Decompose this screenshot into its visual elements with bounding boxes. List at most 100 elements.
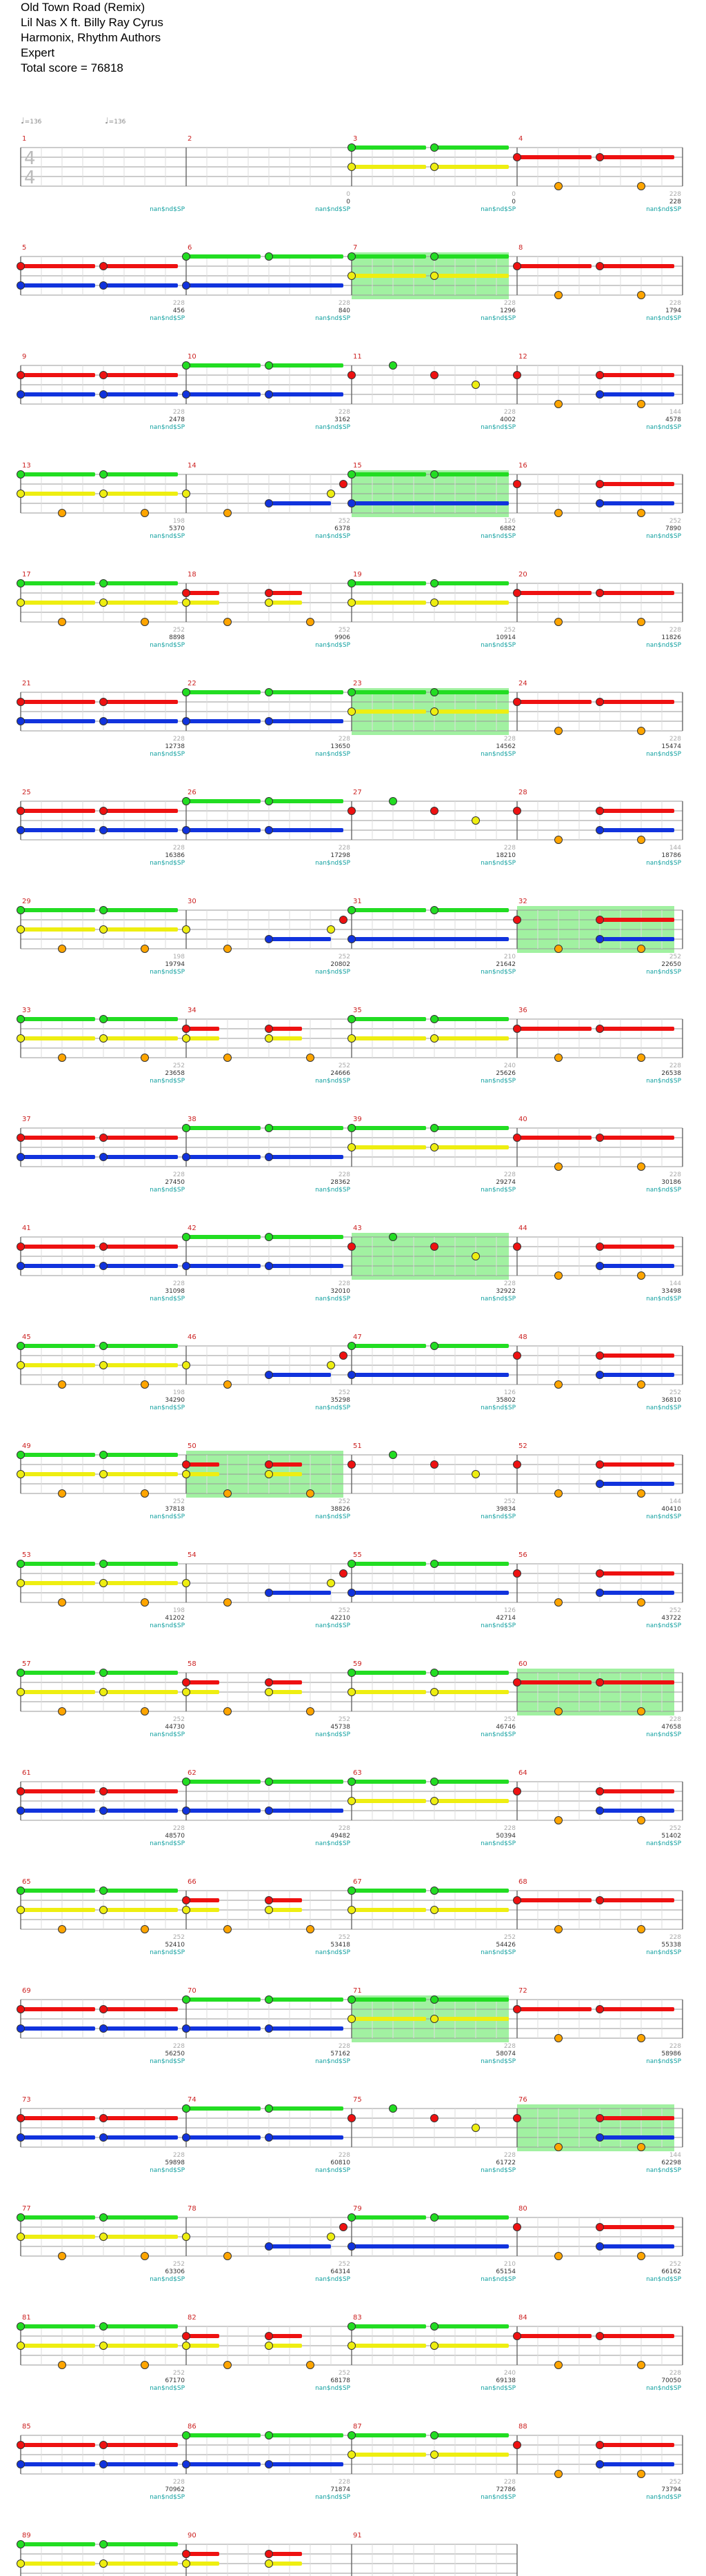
yellow-sustain bbox=[269, 2344, 302, 2348]
green-sustain bbox=[352, 1017, 426, 1021]
green-note bbox=[265, 1233, 273, 1241]
blue-note bbox=[265, 826, 273, 834]
measure-number: 44 bbox=[518, 1225, 527, 1232]
green-note bbox=[99, 470, 108, 479]
measure-score: 12738 bbox=[165, 743, 185, 750]
red-note bbox=[513, 153, 521, 161]
blue-sustain bbox=[269, 2135, 343, 2140]
green-note bbox=[430, 252, 438, 261]
yellow-note bbox=[17, 1688, 25, 1696]
green-sustain bbox=[21, 581, 95, 585]
yellow-note bbox=[182, 925, 190, 934]
blue-sustain bbox=[21, 392, 95, 396]
green-note bbox=[389, 1451, 397, 1459]
yellow-sustain bbox=[434, 1908, 509, 1912]
measure-number: 6 bbox=[188, 244, 192, 252]
yellow-sustain bbox=[352, 1908, 426, 1912]
measure-score: 36810 bbox=[661, 1397, 681, 1404]
orange-note bbox=[554, 1489, 563, 1498]
orange-note bbox=[637, 2252, 645, 2260]
measure-number: 22 bbox=[188, 680, 196, 687]
orange-note bbox=[141, 945, 149, 953]
green-note bbox=[182, 688, 190, 696]
green-sustain bbox=[434, 1344, 509, 1348]
path-label: nan$nd$SP bbox=[150, 1187, 185, 1194]
green-sustain bbox=[21, 2324, 95, 2328]
red-note bbox=[596, 2223, 604, 2231]
blue-sustain bbox=[103, 1155, 178, 1159]
measure-score: 59898 bbox=[165, 2160, 185, 2166]
blue-note bbox=[99, 1262, 108, 1270]
measure-number: 79 bbox=[353, 2205, 362, 2213]
red-sustain bbox=[600, 1680, 674, 1684]
green-note bbox=[347, 1124, 356, 1132]
red-note bbox=[182, 2332, 190, 2340]
red-note bbox=[596, 1025, 604, 1033]
blue-note bbox=[17, 2460, 25, 2468]
yellow-note bbox=[347, 163, 356, 171]
red-sustain bbox=[103, 2007, 178, 2011]
blue-sustain bbox=[269, 1591, 331, 1595]
red-note bbox=[265, 1460, 273, 1469]
yellow-note bbox=[265, 1906, 273, 1914]
red-note bbox=[513, 698, 521, 706]
measure-note-count: 252 bbox=[339, 1389, 350, 1396]
green-note bbox=[430, 1342, 438, 1350]
quarter-note-icon: ♩ bbox=[105, 116, 109, 125]
measure-note-count: 252 bbox=[173, 1716, 185, 1723]
measure-number: 90 bbox=[188, 2532, 196, 2539]
yellow-note bbox=[430, 2451, 438, 2459]
blue-note bbox=[265, 935, 273, 943]
red-sustain bbox=[600, 155, 674, 159]
path-label: nan$nd$SP bbox=[150, 1078, 185, 1085]
measure-number: 26 bbox=[188, 789, 196, 796]
path-label: nan$nd$SP bbox=[150, 860, 185, 867]
measure-number: 39 bbox=[353, 1116, 362, 1123]
orange-note bbox=[554, 1816, 563, 1824]
path-label: nan$nd$SP bbox=[315, 1187, 351, 1194]
orange-note bbox=[306, 2361, 314, 2369]
yellow-note bbox=[17, 490, 25, 498]
orange-note bbox=[223, 509, 232, 517]
yellow-note bbox=[99, 1361, 108, 1369]
red-note bbox=[182, 2550, 190, 2558]
measure-score: 8898 bbox=[169, 634, 185, 641]
yellow-sustain bbox=[186, 2344, 219, 2348]
path-label: nan$nd$SP bbox=[481, 2058, 516, 2065]
orange-note bbox=[306, 1707, 314, 1715]
measure-score: 51402 bbox=[661, 1833, 681, 1840]
measure-number: 62 bbox=[188, 1769, 196, 1777]
measure-score: 10914 bbox=[496, 634, 516, 641]
green-sustain bbox=[103, 1344, 178, 1348]
red-sustain bbox=[103, 809, 178, 813]
orange-note bbox=[141, 618, 149, 626]
green-note bbox=[17, 1015, 25, 1023]
measure-number: 25 bbox=[22, 789, 31, 796]
orange-note bbox=[306, 1489, 314, 1498]
yellow-sustain bbox=[21, 1472, 95, 1476]
measure-number: 28 bbox=[518, 789, 527, 796]
measure-note-count: 252 bbox=[669, 2261, 681, 2268]
green-sustain bbox=[352, 1998, 426, 2002]
green-sustain bbox=[352, 2433, 426, 2437]
orange-note bbox=[223, 1380, 232, 1389]
path-label: nan$nd$SP bbox=[646, 533, 682, 540]
path-label: nan$nd$SP bbox=[315, 424, 351, 431]
red-sustain bbox=[21, 700, 95, 704]
measure-number: 48 bbox=[518, 1334, 527, 1341]
measure-number: 89 bbox=[22, 2532, 31, 2539]
yellow-sustain bbox=[269, 601, 302, 605]
blue-note bbox=[596, 935, 604, 943]
orange-note bbox=[637, 727, 645, 735]
measure-score: 40410 bbox=[661, 1506, 681, 1513]
red-sustain bbox=[103, 2443, 178, 2447]
green-sustain bbox=[21, 1017, 95, 1021]
red-note bbox=[513, 1569, 521, 1578]
measure-number: 45 bbox=[22, 1334, 31, 1341]
path-label: nan$nd$SP bbox=[150, 751, 185, 758]
green-note bbox=[99, 579, 108, 587]
measure-number: 55 bbox=[353, 1551, 362, 1559]
red-note bbox=[596, 1460, 604, 1469]
blue-sustain bbox=[600, 2462, 674, 2466]
blue-sustain bbox=[600, 1482, 674, 1486]
